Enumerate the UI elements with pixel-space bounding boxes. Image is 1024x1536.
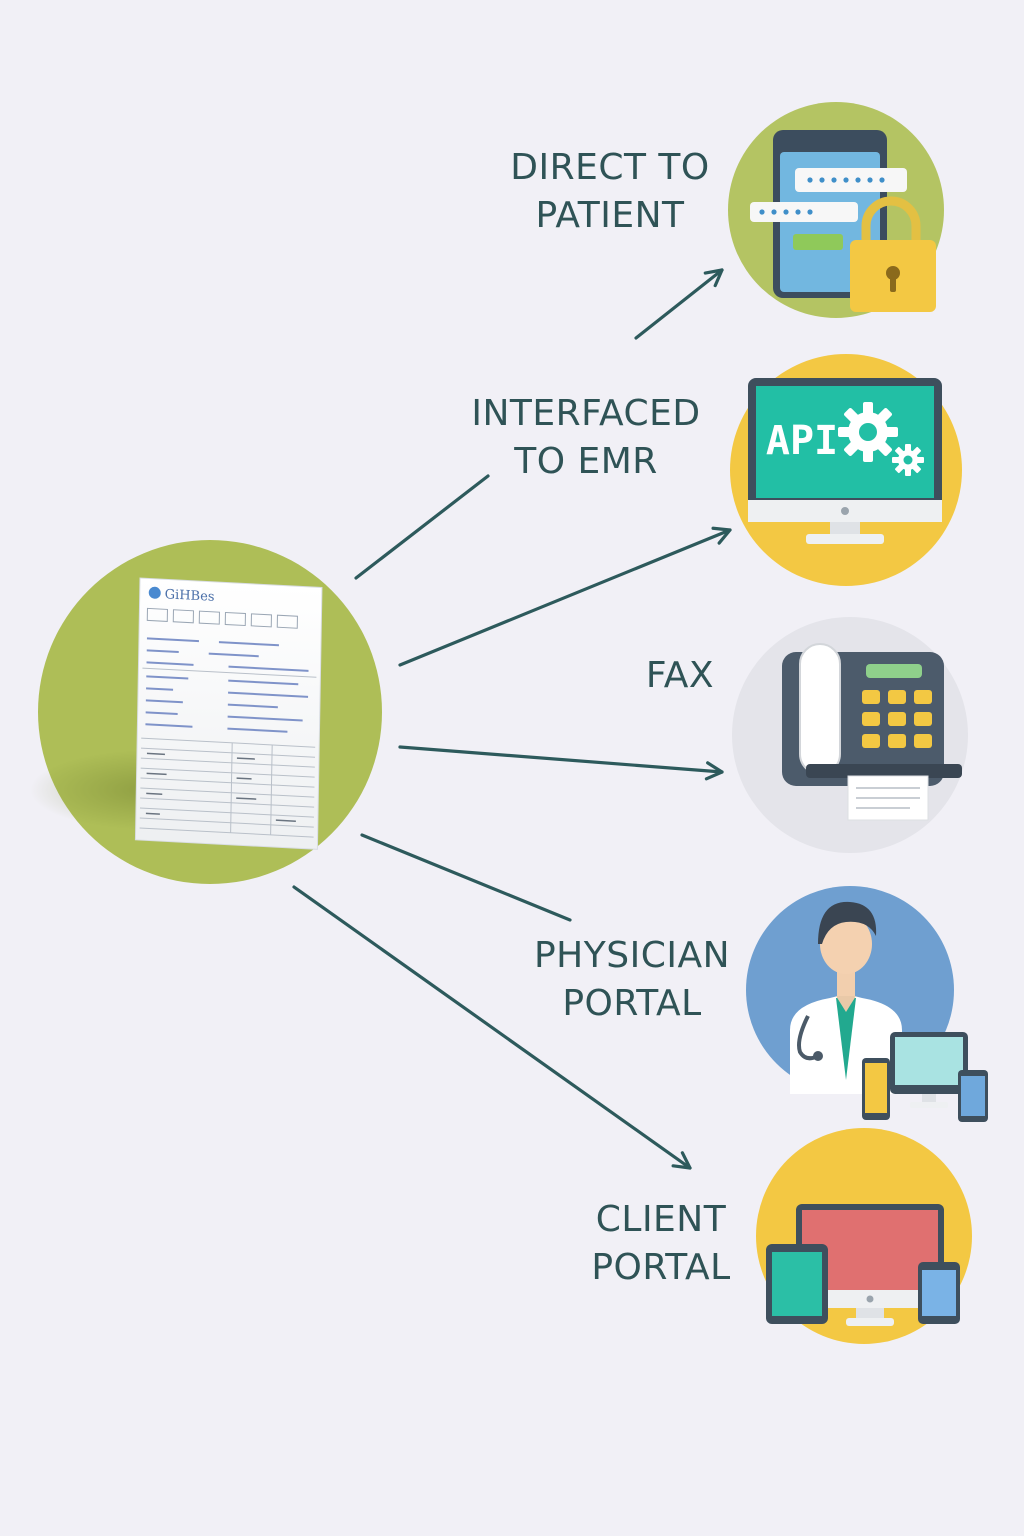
- document-logo-icon: [148, 586, 161, 599]
- arrow-fax: [398, 745, 724, 781]
- label-line: PHYSICIAN: [533, 935, 731, 976]
- phone-lock-icon: [750, 130, 936, 312]
- label-line: DIRECT TO: [510, 147, 710, 188]
- label-interfaced-to-emr: INTERFACED TO EMR: [446, 390, 726, 486]
- label-line: TO EMR: [514, 441, 658, 482]
- label-line: CLIENT: [595, 1199, 727, 1240]
- label-line: PORTAL: [591, 1247, 731, 1288]
- multi-device-icon: [766, 1204, 960, 1326]
- api-text: API: [766, 418, 838, 464]
- label-line: INTERFACED: [471, 393, 701, 434]
- api-monitor-icon: API: [748, 378, 942, 544]
- label-line: FAX: [645, 655, 715, 696]
- channel-interfaced-to-emr: API: [730, 354, 962, 586]
- arrow-interfaced-to-emr: [398, 526, 732, 667]
- source-node: GiHBes: [30, 540, 382, 884]
- fax-machine-icon: [782, 643, 962, 821]
- lab-report-document-icon: GiHBes: [134, 577, 323, 850]
- small-gear-icon: [892, 444, 924, 476]
- arrow-direct-to-patient: [634, 268, 724, 340]
- label-physician-portal: PHYSICIAN PORTAL: [506, 932, 758, 1028]
- document-logo-text: GiHBes: [165, 587, 215, 605]
- physician-devices-icon: [790, 901, 988, 1122]
- channel-client-portal: [756, 1128, 972, 1344]
- connector-arrows: [292, 268, 732, 1170]
- arrow-emr-connector: [354, 474, 490, 580]
- channel-fax: [732, 617, 968, 853]
- gear-icon: [838, 402, 898, 462]
- label-direct-to-patient: DIRECT TO PATIENT: [490, 144, 730, 240]
- label-line: PORTAL: [562, 983, 702, 1024]
- label-line: PATIENT: [535, 195, 685, 236]
- label-fax: FAX: [620, 652, 740, 700]
- channel-direct-to-patient: [728, 102, 944, 318]
- arrow-physician-portal: [360, 833, 572, 922]
- arrow-client-portal: [292, 885, 692, 1170]
- channel-physician-portal: [746, 886, 988, 1122]
- label-client-portal: CLIENT PORTAL: [566, 1196, 756, 1292]
